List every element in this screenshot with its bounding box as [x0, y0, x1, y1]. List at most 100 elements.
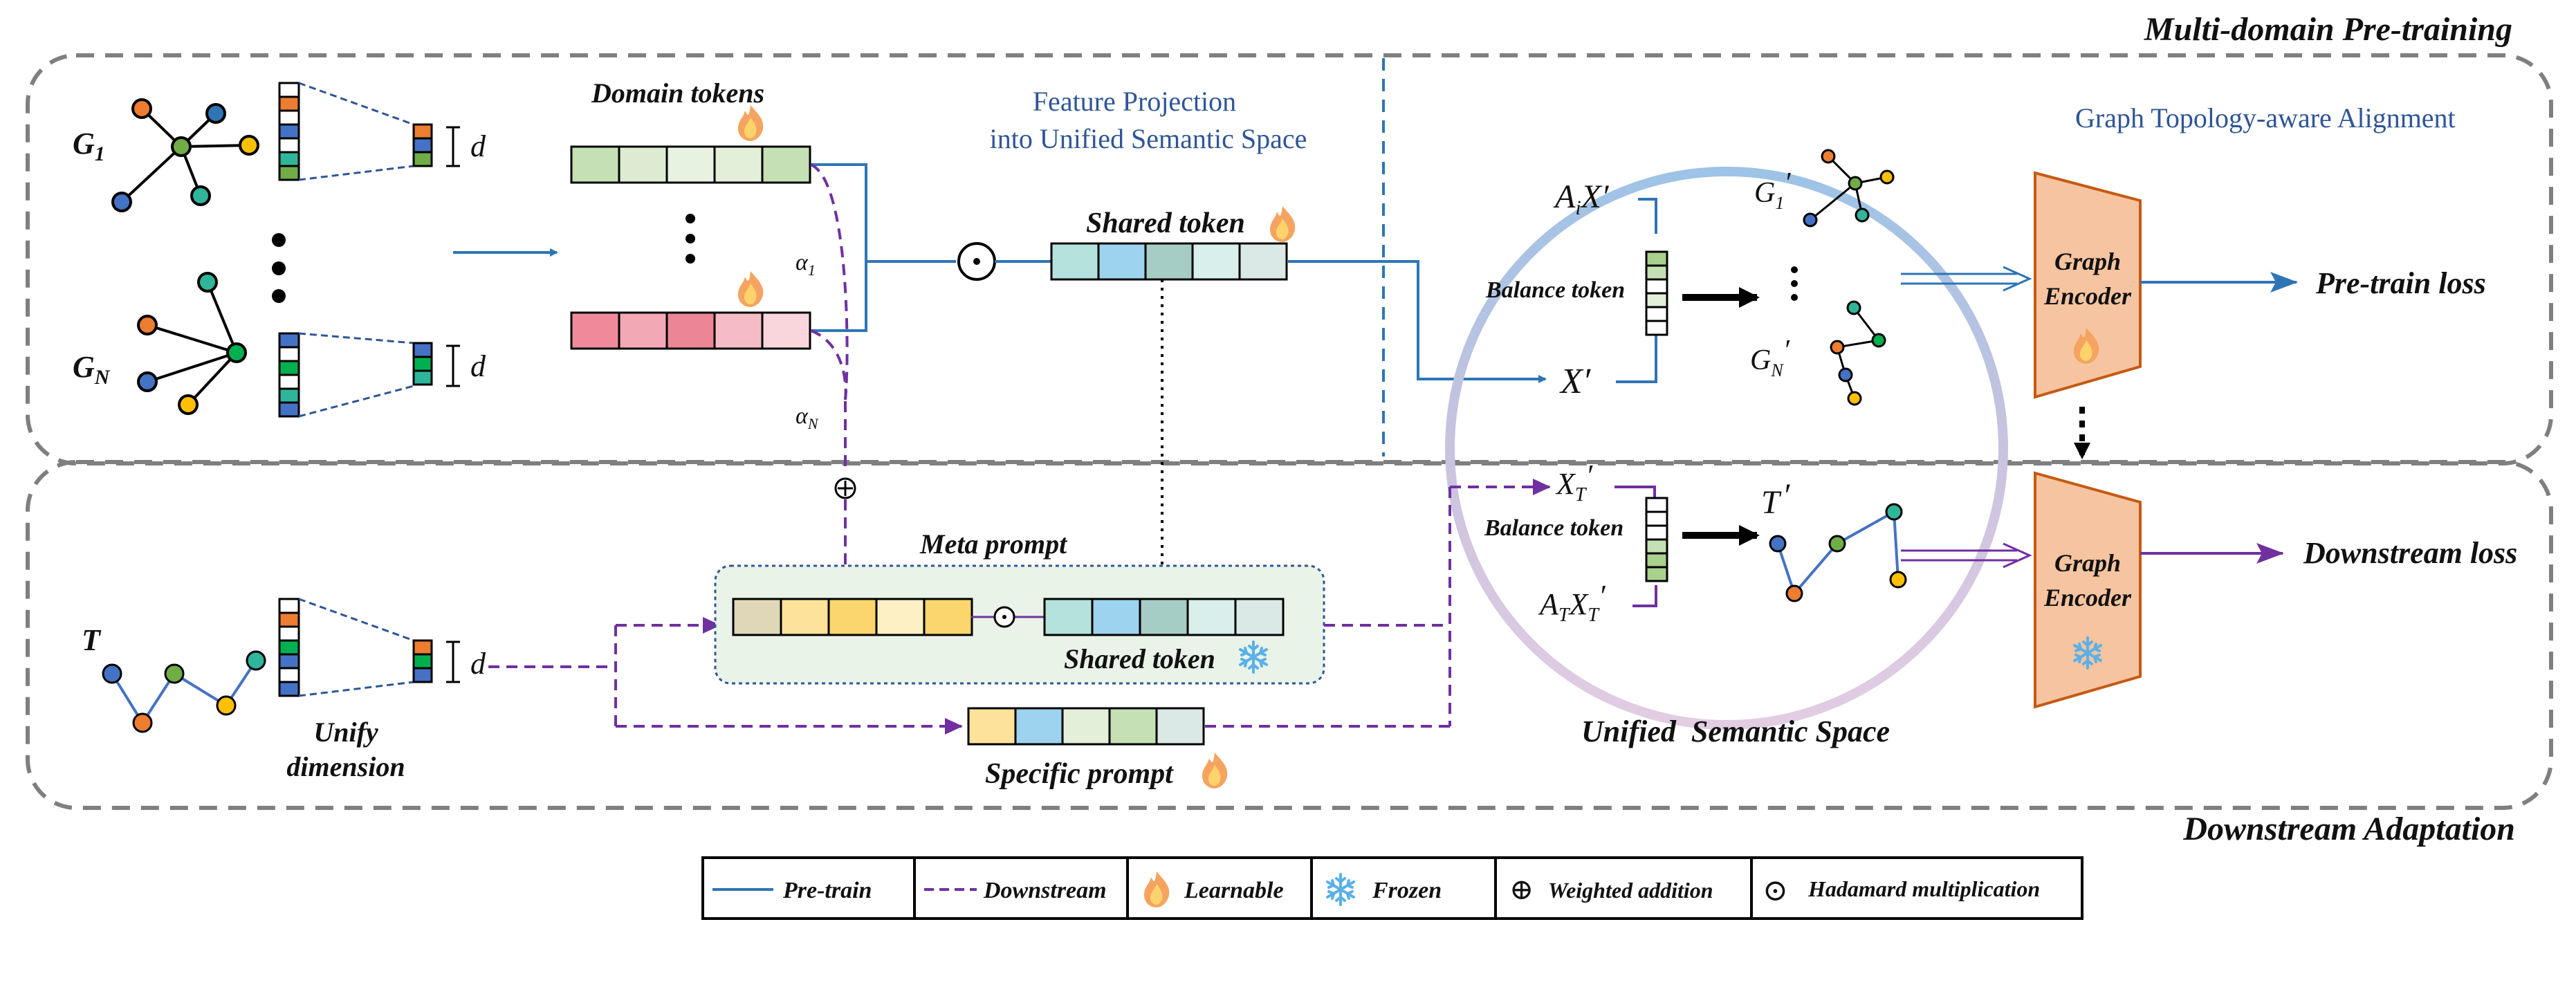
- graph-ellipsis-dots: [272, 233, 286, 303]
- ai-x-prime-label: AiX′: [1553, 178, 1610, 219]
- g1-feature-vector: [278, 82, 300, 181]
- unified-semantic-space-label: Unified Semantic Space: [1581, 714, 1890, 748]
- pretrain-loss-label: Pre-train loss: [2315, 266, 2486, 300]
- shared-token-frozen-cell: [1139, 598, 1189, 636]
- shared-token-frozen: [1043, 598, 1285, 636]
- meta-prompt-cell: [827, 598, 878, 636]
- specific-prompt-label: Specific prompt: [985, 758, 1174, 790]
- domain-token-green-cell: [618, 145, 668, 184]
- legend-odot-icon: ⊙: [1763, 874, 1788, 907]
- xt-prime-label: XT′: [1555, 459, 1593, 506]
- downstream-splitter: [488, 617, 963, 735]
- graph-encoder-downstream-line1: Graph: [2054, 549, 2121, 577]
- gn-dimension-bracket: [446, 344, 460, 387]
- t-prime-label: T′: [1761, 477, 1791, 521]
- downstream-loss-label: Downstream loss: [2303, 536, 2517, 570]
- at-to-balance-line: [1632, 585, 1657, 607]
- domain-token-red-cell: [713, 311, 764, 350]
- graph-task-t-label: T: [82, 623, 102, 657]
- domain-token-red-cell: [761, 311, 811, 350]
- gn-prime-label: GN′: [1750, 335, 1790, 380]
- graph-t-prime-nodes: [1769, 503, 1907, 602]
- legend-weighted-addition-label: Weighted addition: [1548, 878, 1713, 903]
- domain-token-learnable-icon-2: [738, 271, 764, 307]
- graph-gn-label: GN: [73, 350, 111, 389]
- domain-tokens-ellipsis: [686, 214, 695, 264]
- x-prime-to-balance-line: [1616, 333, 1657, 383]
- shared-token-label: Shared token: [1086, 208, 1245, 239]
- domain-token-green-cell: [665, 145, 716, 184]
- meta-prompt-tokens: [732, 598, 973, 636]
- domain-tokens-label: Domain tokens: [591, 77, 764, 109]
- specific-prompt-tokens: [967, 707, 1205, 746]
- graph-encoder-downstream: [2034, 471, 2142, 709]
- graph-t-prime: [1776, 509, 1899, 596]
- t-projection-lines: [298, 598, 414, 697]
- legend-pretrain-label: Pre-train: [782, 878, 872, 903]
- meta-prompt-cell: [923, 598, 973, 636]
- g1-prime-label: G1′: [1754, 167, 1791, 213]
- domain-token-green-cell: [761, 145, 811, 184]
- shared-token-pretrain-cell: [1238, 242, 1288, 281]
- shared-token-frozen-cell: [1091, 598, 1141, 636]
- weighted-addition-symbol: [834, 477, 856, 499]
- g1-projection-lines: [298, 82, 414, 181]
- shared-token-frozen-cell: [1043, 598, 1094, 636]
- shared-token-frozen-cell: [1234, 598, 1285, 636]
- alpha-1-label: α1: [795, 250, 816, 279]
- feature-projection-title-line1: Feature Projection: [1033, 86, 1236, 117]
- domain-token-learnable-icon: [738, 105, 764, 141]
- balance-token-label-downstream: Balance token: [1484, 515, 1623, 541]
- unify-dimension-line1: Unify: [313, 717, 378, 748]
- meta-hadamard-symbol: [971, 606, 1045, 628]
- meta-prompt-cell: [732, 598, 782, 636]
- specific-prompt-learnable-icon: [1202, 753, 1228, 789]
- graph-encoder-pretrain-line1: Graph: [2054, 248, 2121, 275]
- downstream-to-encoder-arrow: [1901, 542, 2032, 569]
- shared-token-pretrain: [1050, 242, 1288, 281]
- t-dimension-bracket: [446, 640, 460, 683]
- legend-learnable-label: Learnable: [1184, 878, 1284, 903]
- domain-token-red: [570, 311, 811, 350]
- pretrain-section-box: [26, 53, 2553, 465]
- balance-token-downstream: [1645, 497, 1668, 582]
- shared-token-pretrain-cell: [1097, 242, 1147, 281]
- balance-token-pretrain: [1645, 250, 1668, 336]
- graph-gn-prime: [1830, 300, 1886, 406]
- pretrain-section-title: Multi-domain Pre-training: [2144, 11, 2512, 48]
- graph-task-t-nodes: [102, 650, 266, 733]
- g1-dimension-label: d: [470, 129, 486, 163]
- specific-prompt-cell: [1014, 707, 1064, 746]
- at-xt-label: ATXT′: [1538, 579, 1606, 626]
- legend-downstream-label: Downstream: [983, 878, 1107, 903]
- meta-prompt-cell: [875, 598, 926, 636]
- graph-g1: [111, 98, 259, 212]
- alpha-n-curve: [810, 329, 847, 400]
- prompt-combine-lines: [1205, 479, 1551, 728]
- shared-token-pretrain-cell: [1144, 242, 1194, 281]
- topology-alignment-title: Graph Topology-aware Alignment: [2075, 102, 2456, 133]
- t-dimension-label: d: [470, 647, 486, 681]
- pretrain-to-encoder-arrow: [1901, 266, 2032, 292]
- alpha-n-label: αN: [795, 403, 819, 432]
- g1-dimension-bracket: [446, 126, 460, 167]
- domain-token-green-cell: [713, 145, 764, 184]
- specific-prompt-cell: [1155, 707, 1205, 746]
- legend: Pre-train Downstream Learnable Frozen ⊕ …: [701, 856, 2083, 920]
- specific-prompt-cell: [1108, 707, 1158, 746]
- legend-frozen-label: Frozen: [1372, 878, 1442, 903]
- graph-g1-prime: [1803, 149, 1895, 228]
- alpha-1-curve: [810, 163, 849, 400]
- gn-feature-vector: [278, 332, 300, 418]
- shared-to-x-prime-line: [1288, 260, 1547, 383]
- graph-gn: [137, 272, 247, 415]
- domain-token-green-cell: [570, 145, 620, 184]
- legend-hadamard-label: Hadamard multiplication: [1807, 876, 2040, 901]
- hadamard-symbol: [957, 242, 996, 281]
- t-feature-vector: [278, 598, 300, 697]
- downstream-section-box: [26, 460, 2553, 810]
- ai-x-to-balance-line: [1638, 198, 1657, 234]
- shared-token-pretrain-cell: [1050, 242, 1100, 281]
